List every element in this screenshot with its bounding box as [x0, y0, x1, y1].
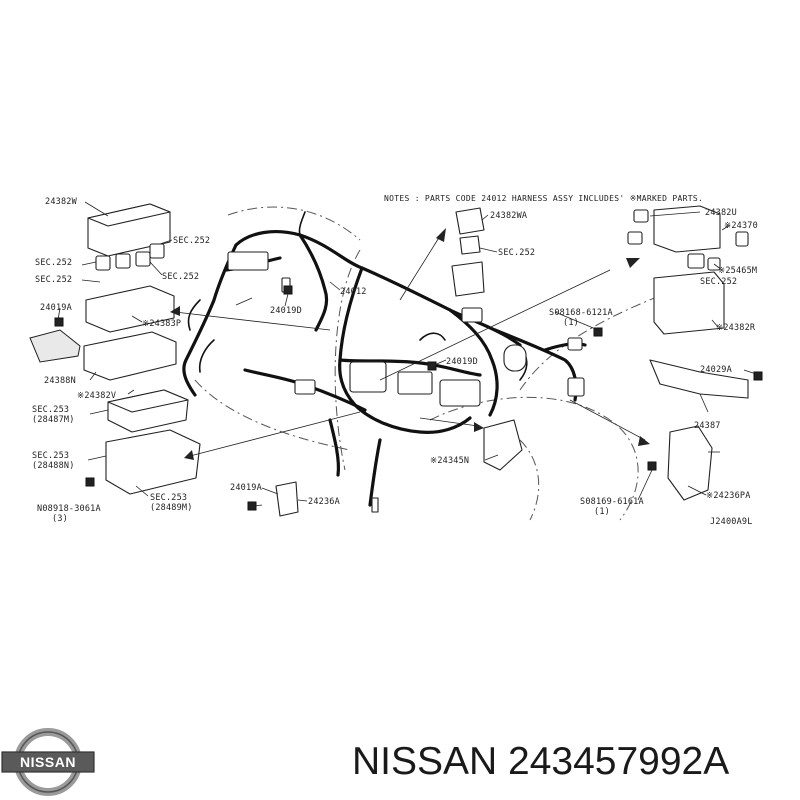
label-24019A-b: 24019A — [230, 483, 262, 493]
label-24382WA: 24382WA — [490, 211, 527, 221]
label-28487M: (28487M) — [32, 415, 75, 425]
label-24236A: 24236A — [308, 497, 340, 507]
label-sec252-c: SEC.252 — [35, 275, 72, 285]
label-qty1-a: (1) — [563, 318, 579, 328]
label-24382W: 24382W — [45, 197, 78, 207]
harness-components — [227, 251, 585, 407]
notes-text: NOTES : PARTS CODE 24012 HARNESS ASSY IN… — [384, 194, 703, 203]
label-sec253-b: SEC.253 — [32, 451, 69, 461]
label-qty1-b: (1) — [594, 507, 610, 517]
label-24382R: ※24382R — [716, 323, 756, 333]
label-24383P: ※24383P — [142, 319, 181, 329]
label-24019D-a: 24019D — [270, 306, 302, 316]
bottom-brackets — [247, 481, 379, 517]
nissan-logo: NISSAN — [1, 728, 95, 796]
label-25465M: ※25465M — [718, 266, 757, 276]
label-28489M: (28489M) — [150, 503, 193, 513]
label-sec253-c: SEC.253 — [150, 493, 187, 503]
label-08168: S08168-6121A — [549, 308, 613, 318]
label-24370: ※24370 — [724, 221, 758, 231]
part-number-title: NISSAN 243457992A — [352, 740, 730, 783]
label-sec252-e: SEC.252 — [498, 248, 535, 258]
logo-text: NISSAN — [20, 754, 76, 770]
label-sec252-a: SEC.252 — [173, 236, 210, 246]
center-relay-group — [283, 207, 485, 371]
label-24236PA: ※24236PA — [706, 491, 751, 501]
label-24019D-b: 24019D — [446, 357, 478, 367]
label-24019A-a: 24019A — [40, 303, 72, 313]
label-diagram-code: J2400A9L — [710, 517, 753, 527]
label-24382V: ※24382V — [77, 391, 116, 401]
left-fuse-box-group — [29, 203, 201, 495]
label-sec253-a: SEC.253 — [32, 405, 69, 415]
label-qty3: (3) — [52, 514, 68, 524]
label-08169: S08169-6161A — [580, 497, 644, 507]
label-sec252-d: SEC.252 — [162, 272, 199, 282]
label-08918: N08918-3061A — [37, 504, 101, 514]
label-24012: 24012 — [340, 287, 367, 297]
label-24387: 24387 — [694, 421, 721, 431]
vehicle-outline — [194, 206, 701, 521]
label-sec252-b: SEC.252 — [35, 258, 72, 268]
label-24345N: ※24345N — [430, 456, 469, 466]
label-sec252-f: SEC.252 — [700, 277, 737, 287]
right-parts-group — [483, 205, 763, 501]
pointer-arrows — [170, 228, 650, 460]
label-28488N: (28488N) — [32, 461, 75, 471]
leader-lines — [57, 201, 757, 507]
label-24388N: 24388N — [44, 376, 76, 386]
part-labels: 24382W SEC.252 SEC.252 SEC.252 SEC.252 2… — [32, 197, 758, 527]
label-24029A: 24029A — [700, 365, 732, 375]
label-24382U: 24382U — [705, 208, 737, 218]
